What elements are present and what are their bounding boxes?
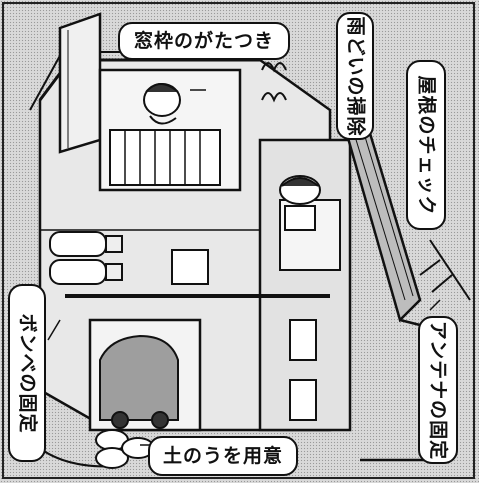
balcony-plants: [261, 62, 287, 103]
callout-window-frame: 窓枠のがたつき: [118, 22, 290, 60]
callout-antenna-fix: アンテナの固定: [418, 316, 458, 464]
person-on-balcony: [279, 175, 321, 231]
label-gas-cylinder-fix: ボンベの固定: [16, 312, 39, 434]
label-roof-check: 屋根のチェック: [415, 74, 438, 216]
callout-sandbags: 土のうを用意: [148, 436, 298, 476]
label-rain-gutter: 雨どいの掃除: [344, 15, 367, 137]
label-sandbags: 土のうを用意: [162, 444, 283, 467]
illustration-border: [2, 2, 475, 479]
sandbags: [95, 429, 155, 469]
callout-roof-check: 屋根のチェック: [406, 60, 446, 230]
garage: [88, 318, 202, 432]
gas-cylinders: [49, 231, 123, 285]
person-at-window: [143, 83, 181, 125]
antenna: [419, 239, 471, 301]
callout-gas-cylinder-fix: ボンベの固定: [8, 284, 46, 462]
right-house: [171, 138, 352, 432]
callout-rain-gutter: 雨どいの掃除: [336, 12, 374, 140]
label-antenna-fix: アンテナの固定: [427, 320, 450, 460]
label-window-frame: 窓枠のがたつき: [133, 29, 274, 52]
upper-roof: [58, 12, 102, 154]
